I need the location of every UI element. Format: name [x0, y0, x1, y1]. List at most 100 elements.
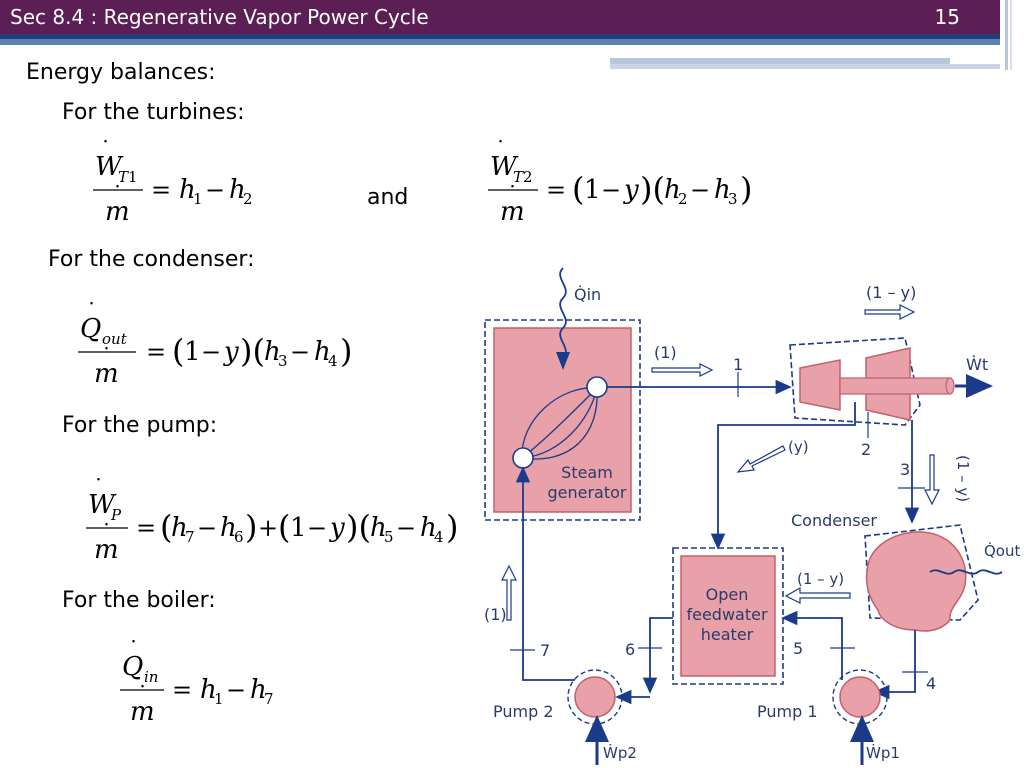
svg-text:m: m	[130, 697, 155, 727]
svg-text:1: 1	[128, 168, 138, 186]
header-stripe	[0, 34, 1000, 39]
pipe-state-5	[781, 610, 843, 680]
pipe-state-4	[873, 630, 916, 700]
feedwater-heater-label: feedwater	[686, 605, 767, 624]
svg-text:−: −	[601, 176, 621, 204]
svg-text:−: −	[226, 676, 246, 704]
svg-text:(: (	[172, 332, 184, 370]
q-out-label: Q̇out	[984, 541, 1020, 560]
label-condenser: For the condenser:	[48, 247, 255, 272]
svg-text:h: h	[420, 513, 437, 543]
svg-text:˙: ˙	[507, 183, 518, 208]
state-3-label: 3	[900, 460, 910, 479]
svg-text:3: 3	[728, 190, 738, 208]
label-turbines: For the turbines:	[62, 100, 245, 125]
feedwater-heater	[680, 555, 776, 677]
label-and: and	[367, 185, 409, 210]
svg-text:): )	[245, 508, 257, 546]
pump-2	[574, 676, 616, 718]
svg-text:˙: ˙	[101, 521, 112, 546]
heat-in-arrowhead	[556, 352, 570, 370]
svg-text:W: W	[88, 490, 117, 520]
state-1-label: 1	[733, 355, 743, 374]
steam-generator-tubes	[521, 387, 598, 460]
svg-text:=: =	[172, 676, 192, 704]
svg-text:1: 1	[290, 513, 307, 543]
state-6-label: 6	[625, 640, 635, 659]
state-2-label: 2	[861, 440, 871, 459]
flow-arrow-1-left	[501, 564, 517, 621]
svg-text:(: (	[160, 508, 172, 546]
state-4-label: 4	[926, 674, 936, 693]
slide-title: Sec 8.4 : Regenerative Vapor Power Cycle	[10, 5, 429, 29]
heat-in-arrow	[559, 267, 567, 359]
svg-text:): )	[340, 332, 352, 370]
w-p2-label: Ẇp2	[603, 743, 637, 762]
svg-text:Q: Q	[122, 652, 143, 682]
steam-generator-label: Steam	[561, 463, 613, 482]
svg-text:W: W	[490, 152, 519, 182]
svg-text:h: h	[314, 337, 331, 367]
header-vline	[1005, 0, 1008, 70]
svg-text:(: (	[278, 508, 290, 546]
state-7-label: 7	[540, 641, 550, 660]
svg-text:−: −	[290, 338, 310, 366]
shaft-end	[945, 377, 955, 395]
svg-text:=: =	[546, 176, 566, 204]
svg-text:h: h	[200, 675, 217, 705]
svg-text:Q: Q	[80, 314, 101, 344]
svg-text:h: h	[220, 513, 237, 543]
svg-text:−: −	[690, 176, 710, 204]
svg-text:y: y	[223, 337, 239, 367]
svg-text:4: 4	[434, 528, 444, 546]
pump-2-label: Pump 2	[493, 702, 554, 721]
svg-text:7: 7	[185, 528, 195, 546]
svg-text:out: out	[102, 330, 128, 348]
steam-generator-inlet	[512, 447, 534, 469]
svg-text:1: 1	[214, 690, 224, 708]
flow-arrow-1-minus-y-cond	[784, 586, 851, 604]
heading-energy-balances: Energy balances:	[26, 60, 216, 85]
svg-text:m: m	[105, 197, 130, 227]
pipe-state-6	[642, 617, 673, 694]
header-vline	[1010, 0, 1012, 70]
svg-text:): )	[446, 508, 458, 546]
svg-text:T: T	[513, 168, 524, 186]
turbine-1	[799, 359, 841, 411]
condenser-label: Condenser	[791, 511, 877, 530]
svg-text:6: 6	[234, 528, 244, 546]
svg-text:+: +	[258, 514, 278, 542]
equation-pump: W ˙ P m ˙ = ( h 7 − h 6 ) + ( 1 − y )( h…	[86, 478, 458, 565]
svg-text:m: m	[94, 535, 119, 565]
svg-text:˙: ˙	[93, 478, 104, 501]
flow-arrow-1	[651, 363, 714, 377]
steam-generator-boundary	[484, 319, 641, 521]
svg-text:(: (	[572, 170, 584, 208]
state-5-label: 5	[793, 639, 803, 658]
flow-y-label: (y)	[788, 438, 809, 456]
svg-text:=: =	[151, 176, 171, 204]
svg-text:−: −	[396, 514, 416, 542]
q-in-label: Q̇in	[574, 285, 601, 304]
pump-1-label: Pump 1	[757, 702, 818, 721]
pipe-state-2	[710, 402, 856, 550]
svg-text:)(: )(	[346, 508, 371, 546]
svg-text:)(: )(	[640, 170, 665, 208]
flow-1-minus-y-cond-label: (1 – y)	[797, 570, 844, 588]
pump-1	[839, 676, 881, 718]
svg-text:): )	[740, 170, 752, 208]
svg-text:W: W	[95, 152, 124, 182]
svg-text:−: −	[307, 514, 327, 542]
steam-generator-label: generator	[547, 483, 626, 502]
condenser	[865, 531, 967, 632]
flow-1-label: (1)	[654, 343, 677, 362]
svg-text:˙: ˙	[101, 345, 112, 370]
svg-text:)(: )(	[240, 332, 265, 370]
svg-text:=: =	[146, 338, 166, 366]
equation-condenser: Q ˙ out m ˙ = ( 1 − y )( h 3 − h 4 )	[78, 302, 352, 389]
flow-1-left-label: (1)	[484, 605, 507, 624]
svg-text:h: h	[171, 513, 188, 543]
w-t-label: Ẇt	[966, 355, 988, 374]
svg-text:1: 1	[193, 190, 203, 208]
